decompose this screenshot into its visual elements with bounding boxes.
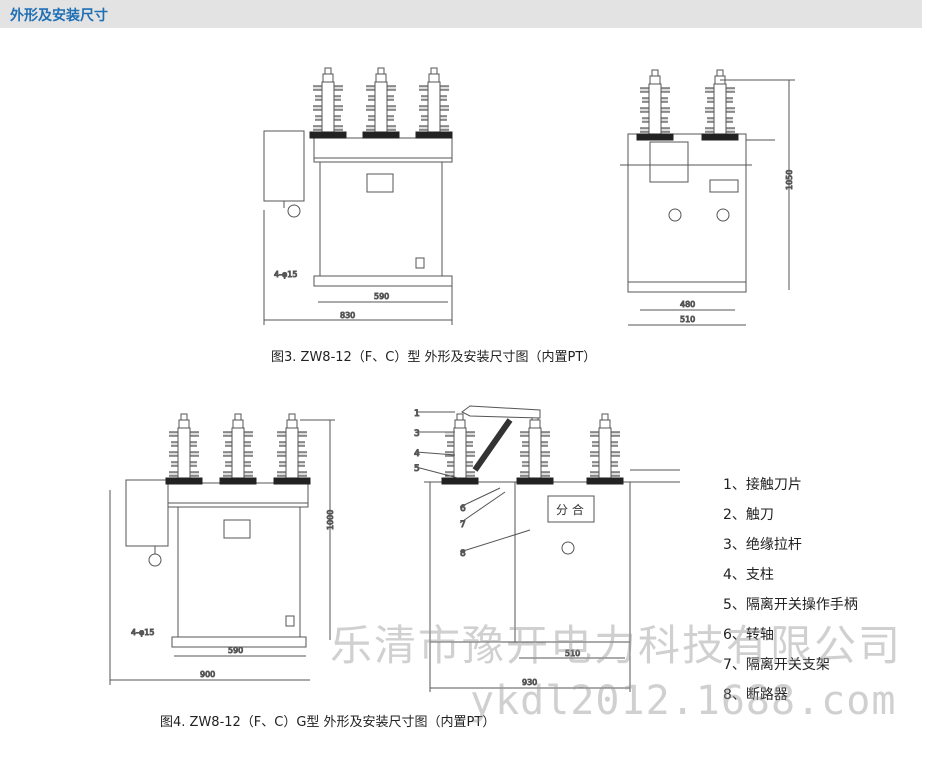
fig4-dim-900: 900: [200, 670, 215, 679]
legend-item: 2、触刀: [723, 507, 774, 523]
fig4-right-drawing: [415, 405, 680, 692]
legend-item: 7、隔离开关支架: [723, 657, 830, 673]
fig3-dim-480: 480: [680, 300, 695, 309]
callout-1: 1: [414, 409, 420, 419]
fig3-dim-total: 830: [340, 311, 355, 320]
fig3-right-drawing: [620, 70, 795, 326]
callout-4: 4: [414, 449, 420, 459]
callout-8: 8: [460, 549, 466, 559]
fig3-dim-590: 590: [374, 292, 389, 301]
legend-item: 8、断路器: [723, 687, 788, 703]
watermark-url: ykdl2012.1688.com: [470, 678, 897, 724]
fig4-caption: 图4. ZW8-12（F、C）G型 外形及安装尺寸图（内置PT）: [160, 715, 496, 730]
fig3-caption: 图3. ZW8-12（F、C）型 外形及安装尺寸图（内置PT）: [271, 350, 597, 365]
callout-5: 5: [414, 464, 420, 474]
callout-7: 7: [460, 520, 466, 530]
section-header: 外形及安装尺寸: [0, 0, 922, 28]
fig4-panel-label: 分 合: [556, 502, 584, 517]
parts-legend: 1、接触刀片 2、触刀 3、绝缘拉杆 4、支柱 5、隔离开关操作手柄 6、转轴 …: [723, 470, 858, 710]
section-title: 外形及安装尺寸: [10, 8, 108, 24]
fig3-dim-height: 1050: [785, 170, 794, 190]
fig4-dim-height: 1000: [326, 510, 335, 530]
legend-item: 5、隔离开关操作手柄: [723, 597, 858, 613]
legend-item: 1、接触刀片: [723, 477, 802, 493]
fig4-left-drawing: [109, 414, 335, 685]
fig3-left-drawing: [263, 68, 452, 325]
fig4-dim-510: 510: [565, 649, 580, 658]
fig3-hole-label: 4-φ15: [274, 270, 297, 279]
fig4-dim-930: 930: [522, 678, 537, 687]
watermark-company: 乐清市豫开电力科技有限公司: [330, 621, 903, 670]
legend-item: 6、转轴: [723, 627, 774, 643]
legend-item: 3、绝缘拉杆: [723, 537, 802, 553]
callout-3: 3: [414, 429, 420, 439]
callout-6: 6: [460, 504, 466, 514]
fig4-hole-label: 4-φ15: [131, 628, 154, 637]
fig3-dim-510: 510: [680, 315, 695, 324]
fig4-dim-590: 590: [228, 646, 243, 655]
legend-item: 4、支柱: [723, 567, 774, 583]
